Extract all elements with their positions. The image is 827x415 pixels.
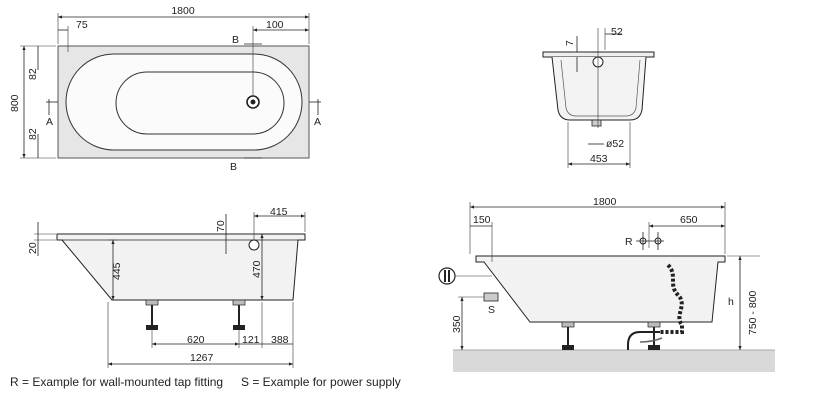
install-height-symbol: h — [728, 296, 734, 308]
plan-offset-top-label: 82 — [27, 68, 39, 80]
side-drain-end-label: 388 — [271, 334, 289, 346]
cross-bottom-width-label: 453 — [590, 153, 608, 165]
install-tub-body — [475, 255, 726, 323]
install-height-range: 750 - 800 — [747, 290, 759, 335]
cross-rim-label: 7 — [564, 40, 576, 46]
install-foot-right — [647, 321, 661, 350]
install-foot-left — [561, 321, 575, 350]
plan-view: 1800 75 100 B B A A 800 82 82 — [9, 5, 321, 173]
section-b-bottom: B — [230, 161, 237, 173]
plan-tub-basin — [65, 53, 303, 151]
cross-rim — [542, 51, 655, 58]
plan-tub-floor — [115, 71, 285, 135]
side-foot-drain-label: 121 — [242, 334, 260, 346]
side-total-base-label: 1267 — [190, 352, 214, 364]
legend-power-note: S = Example for power supply — [241, 375, 401, 389]
power-supply-symbol — [438, 267, 499, 302]
side-tub-body — [56, 233, 306, 301]
section-a-left: A — [46, 116, 53, 128]
side-depth-label: 445 — [111, 262, 123, 280]
side-overflow-end-label: 415 — [270, 206, 288, 218]
plan-offset-bottom-label: 82 — [27, 128, 39, 140]
legend-tap-note: R = Example for wall-mounted tap fitting — [10, 375, 223, 389]
side-overflow-label: 70 — [215, 220, 227, 232]
side-rim-height-label: 20 — [27, 242, 39, 254]
cross-drain — [591, 119, 602, 127]
install-wall-offset-label: 150 — [473, 214, 491, 226]
floor — [453, 350, 775, 372]
install-tap-offset-label: 650 — [680, 214, 698, 226]
side-view: 20 445 70 415 470 620 121 388 1267 — [27, 206, 306, 368]
section-b-top: B — [232, 34, 239, 46]
install-length-label: 1800 — [593, 196, 617, 208]
waste-hose — [660, 263, 684, 334]
side-foot-spacing-label: 620 — [187, 334, 205, 346]
side-foot-right — [232, 299, 246, 330]
tap-label: R — [625, 236, 633, 248]
cross-section-view: 52 7 ø52 453 — [542, 26, 655, 168]
install-power-height-label: 350 — [451, 315, 463, 333]
side-overflow — [248, 239, 260, 251]
plan-offset-left-label: 75 — [76, 19, 88, 31]
section-a-right: A — [314, 116, 321, 128]
plan-drain-center — [250, 99, 256, 105]
cross-drain-offset-label: 52 — [611, 26, 623, 38]
side-foot-left — [145, 299, 159, 330]
power-label: S — [488, 304, 495, 316]
installation-view: 1800 150 650 R S 350 — [438, 196, 775, 372]
side-drain-height-label: 470 — [251, 260, 263, 278]
plan-length-label: 1800 — [171, 5, 195, 17]
plan-offset-right-label: 100 — [266, 19, 284, 31]
wall-tap-fitting — [636, 232, 664, 250]
plan-width-label: 800 — [9, 94, 21, 112]
cross-drain-dia-label: ø52 — [606, 138, 624, 150]
